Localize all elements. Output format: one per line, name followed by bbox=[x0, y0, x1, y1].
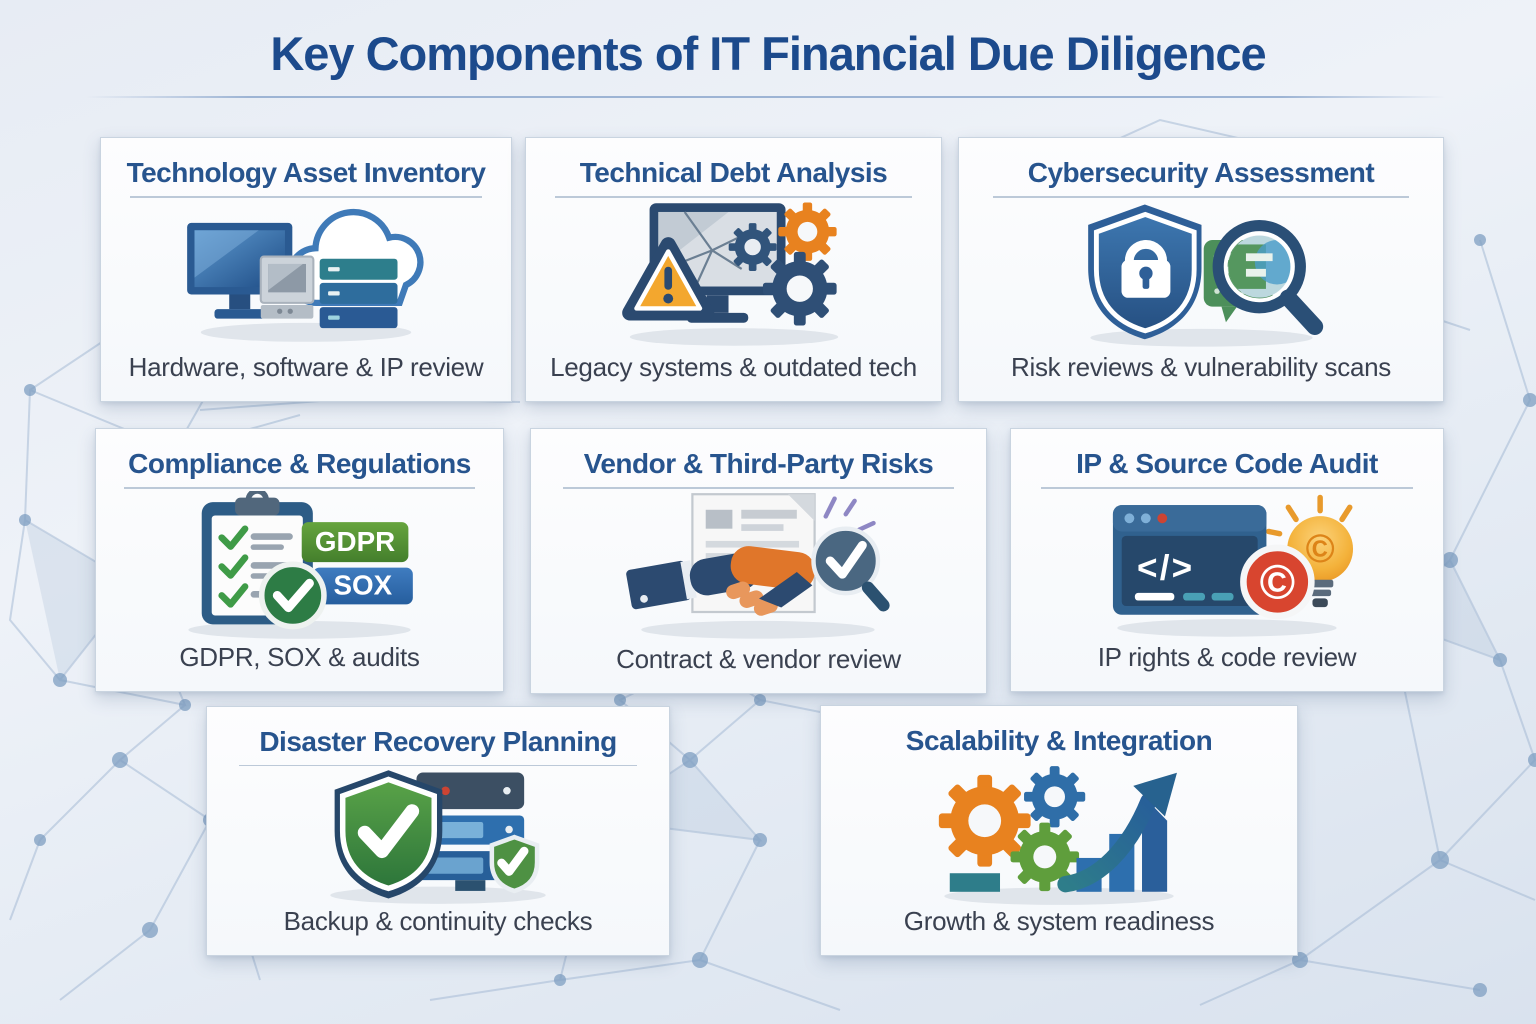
card-title-underline bbox=[124, 487, 475, 490]
card-technical-debt-analysis: Technical Debt Analysis bbox=[525, 137, 942, 402]
title-divider bbox=[85, 96, 1445, 98]
card-title-underline bbox=[562, 487, 955, 490]
handshake-contract-check-icon bbox=[626, 492, 890, 639]
card-title-underline bbox=[129, 196, 483, 199]
card-caption: Risk reviews & vulnerability scans bbox=[1011, 352, 1391, 382]
card-caption: GDPR, SOX & audits bbox=[179, 642, 420, 672]
card-caption: Backup & continuity checks bbox=[283, 906, 593, 936]
card-title: Compliance & Regulations bbox=[128, 448, 471, 479]
card-disaster-recovery-planning: Disaster Recovery Planning bbox=[206, 706, 670, 956]
code-window-copyright-bulb-icon: </> © © bbox=[1112, 494, 1353, 637]
card-title-underline bbox=[239, 765, 637, 766]
card-title: Disaster Recovery Planning bbox=[259, 726, 617, 757]
card-compliance-regulations: Compliance & Regulations bbox=[95, 428, 504, 692]
card-cybersecurity-assessment: Cybersecurity Assessment bbox=[958, 137, 1444, 402]
card-caption: Contract & vendor review bbox=[616, 644, 901, 674]
card-title: Scalability & Integration bbox=[905, 725, 1213, 756]
card-title: IP & Source Code Audit bbox=[1076, 448, 1378, 479]
card-title: Cybersecurity Assessment bbox=[1027, 157, 1375, 188]
code-glyph: </> bbox=[1137, 548, 1194, 587]
card-title: Technology Asset Inventory bbox=[126, 157, 486, 188]
gears-growth-chart-icon bbox=[929, 764, 1177, 906]
computer-servers-cloud-icon bbox=[187, 209, 424, 342]
sox-badge-label: SOX bbox=[334, 569, 393, 600]
card-title-underline bbox=[555, 196, 912, 199]
card-title: Technical Debt Analysis bbox=[579, 157, 888, 188]
card-title-underline bbox=[1041, 487, 1413, 490]
card-title: Vendor & Third-Party Risks bbox=[583, 448, 934, 479]
copyright-glyph: © bbox=[1259, 555, 1295, 609]
card-technology-asset-inventory: Technology Asset Inventory bbox=[100, 137, 512, 402]
card-caption: IP rights & code review bbox=[1097, 642, 1357, 672]
gdpr-badge-label: GDPR bbox=[315, 526, 395, 557]
clipboard-checklist-badges-icon: GDPR SOX bbox=[188, 490, 413, 639]
shield-check-servers-icon bbox=[330, 770, 546, 904]
card-ip-source-code-audit: IP & Source Code Audit </> bbox=[1010, 428, 1444, 692]
card-caption: Legacy systems & outdated tech bbox=[550, 352, 917, 382]
card-caption: Growth & system readiness bbox=[903, 906, 1215, 937]
card-title-underline bbox=[992, 196, 1410, 199]
card-vendor-third-party-risks: Vendor & Third-Party Risks bbox=[530, 428, 987, 694]
shield-lock-magnifier-icon bbox=[1087, 204, 1323, 347]
card-caption: Hardware, software & IP review bbox=[128, 352, 484, 382]
cracked-monitor-warning-gears-icon bbox=[621, 201, 852, 346]
page-title: Key Components of IT Financial Due Dilig… bbox=[270, 27, 1266, 80]
bulb-copyright-glyph: © bbox=[1305, 527, 1334, 571]
card-scalability-integration: Scalability & Integration Growth & syste… bbox=[820, 705, 1298, 956]
